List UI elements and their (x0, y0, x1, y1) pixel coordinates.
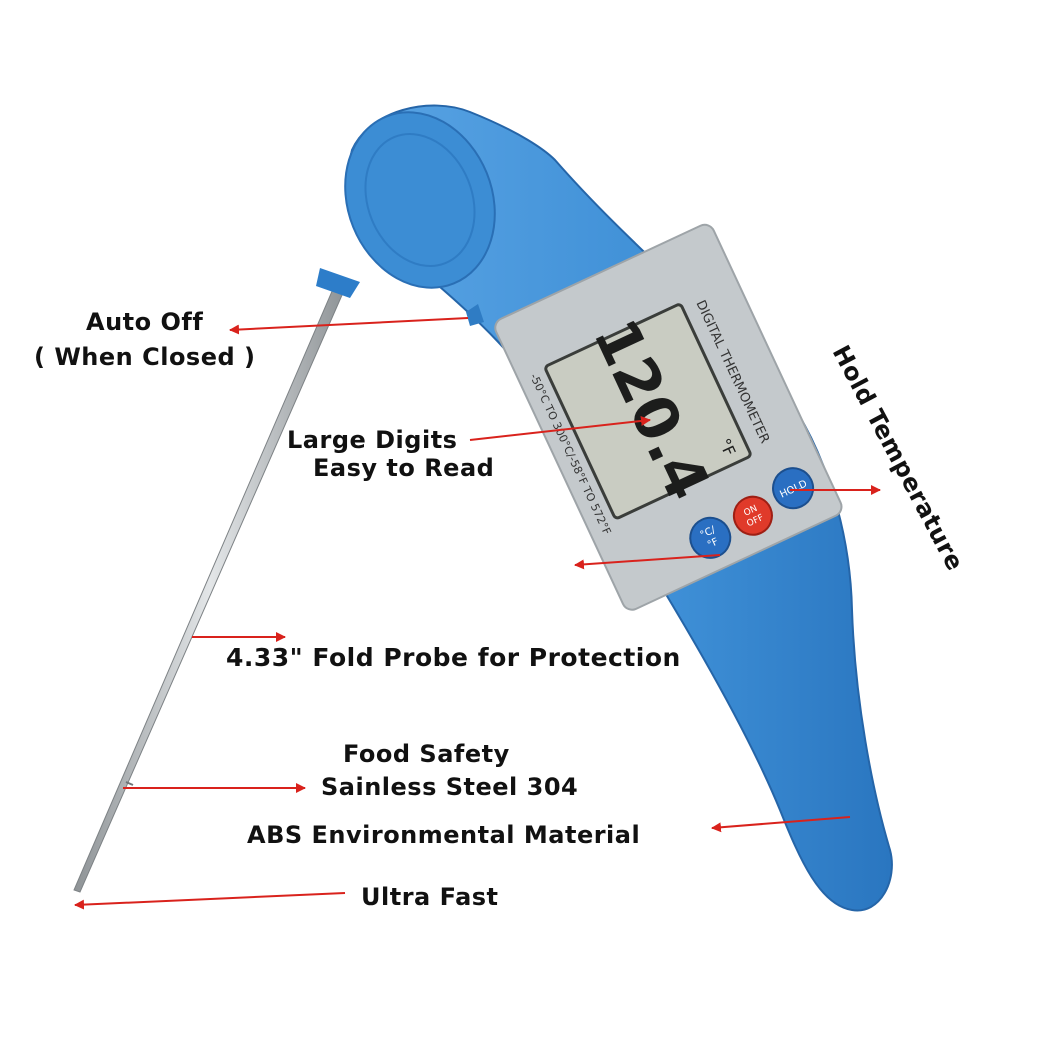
easy-to-read-label: Easy to Read (313, 454, 495, 482)
arrow-large-digits (469, 416, 651, 441)
auto-off-sublabel: ( When Closed ) (34, 343, 256, 371)
arrow-ultra-fast (74, 892, 346, 910)
unit-toggle-button[interactable]: °C/ °F (684, 511, 737, 564)
probe-collar (316, 268, 360, 298)
arrow-abs (711, 816, 851, 833)
hold-button[interactable]: HOLD (766, 462, 819, 515)
auto-off-label: Auto Off (86, 308, 204, 336)
large-digits-label: Large Digits (287, 426, 458, 454)
display-unit: °F (715, 435, 739, 459)
arrow-auto-off (229, 317, 469, 335)
fold-probe-label: 4.33" Fold Probe for Protection (226, 643, 681, 672)
hinge-disc (344, 111, 496, 289)
on-off-button[interactable]: ON OFF (728, 490, 778, 540)
control-panel: 120.4 °F DIGITAL THERMOMETER -50°C TO 30… (494, 223, 843, 611)
ultra-fast-label: Ultra Fast (361, 883, 499, 911)
food-safety-label: Food Safety (343, 740, 510, 768)
probe (73, 268, 360, 893)
abs-material-label: ABS Environmental Material (247, 821, 641, 849)
lcd-screen (544, 303, 752, 520)
stainless-steel-label: Sainless Steel 304 (321, 773, 579, 801)
callout-arrows (74, 317, 881, 910)
svg-text:°F: °F (706, 536, 721, 551)
arrow-buttons (574, 554, 721, 570)
